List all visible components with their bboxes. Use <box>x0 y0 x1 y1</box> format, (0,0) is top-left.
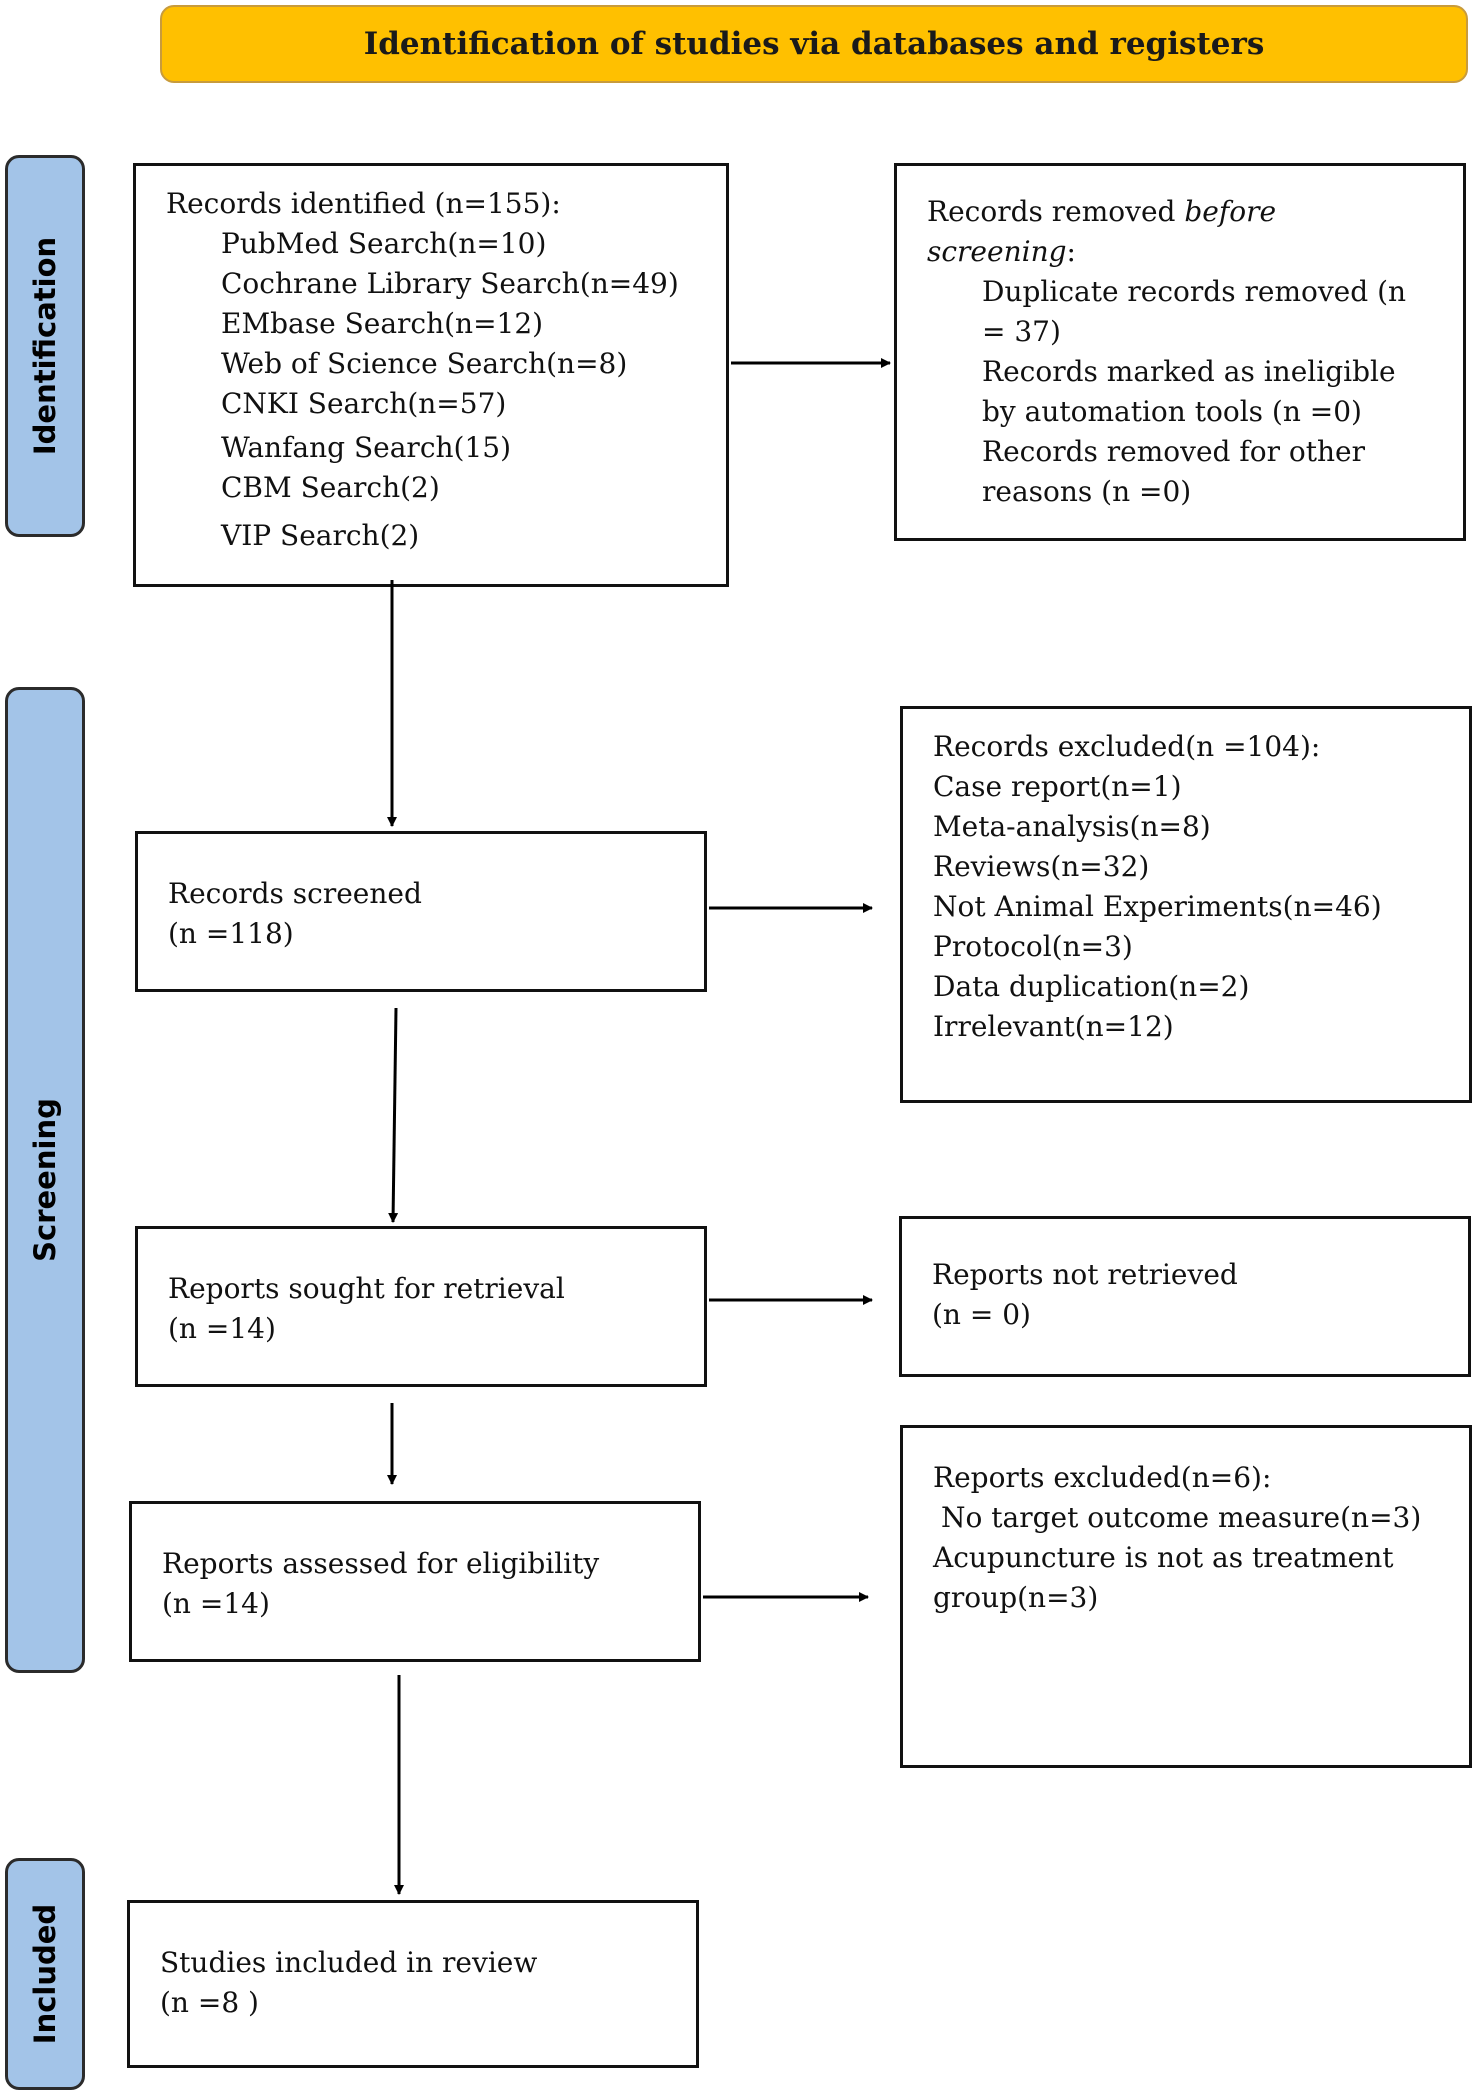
studies-included-box: Studies included in review (n =8 ) <box>127 1900 699 2068</box>
records-removed-box: Records removed before screening: Duplic… <box>894 163 1466 541</box>
removed-other-reasons: Records removed for other reasons (n =0) <box>982 435 1365 508</box>
source-vip: VIP Search(2) <box>221 519 420 552</box>
excluded-data-duplication: Data duplication(n=2) <box>933 970 1250 1003</box>
excluded-reviews: Reviews(n=32) <box>933 850 1150 883</box>
source-cochrane: Cochrane Library Search(n=49) <box>221 267 679 300</box>
diagram-header: Identification of studies via databases … <box>160 5 1468 83</box>
excluded-meta-analysis: Meta-analysis(n=8) <box>933 810 1211 843</box>
source-embase: EMbase Search(n=12) <box>221 307 544 340</box>
reports-sought-label: Reports sought for retrieval <box>168 1272 565 1305</box>
records-excluded-title: Records excluded(n =104): <box>933 730 1321 763</box>
reports-assessed-label: Reports assessed for eligibility <box>162 1547 600 1580</box>
studies-included-label: Studies included in review <box>160 1946 538 1979</box>
phase-included: Included <box>5 1858 85 2090</box>
phase-identification: Identification <box>5 155 85 537</box>
reports-excluded-acupuncture: Acupuncture is not as treatment group(n=… <box>933 1541 1394 1614</box>
excluded-irrelevant: Irrelevant(n=12) <box>933 1010 1174 1043</box>
reports-not-retrieved-box: Reports not retrieved (n = 0) <box>899 1216 1471 1377</box>
source-cnki: CNKI Search(n=57) <box>221 387 507 420</box>
studies-included-count: (n =8 ) <box>160 1986 259 2019</box>
source-wanfang: Wanfang Search(15) <box>221 431 512 464</box>
records-excluded-box: Records excluded(n =104): Case report(n=… <box>900 706 1472 1103</box>
reports-not-retrieved-label: Reports not retrieved <box>932 1258 1238 1291</box>
reports-sought-count: (n =14) <box>168 1312 276 1345</box>
records-screened-count: (n =118) <box>168 917 294 950</box>
reports-excluded-box: Reports excluded(n=6): No target outcome… <box>900 1425 1472 1768</box>
records-removed-title: Records removed before screening: <box>927 195 1277 268</box>
records-identified-title: Records identified (n=155): <box>166 187 561 220</box>
reports-excluded-no-target: No target outcome measure(n=3) <box>941 1501 1422 1534</box>
reports-assessed-count: (n =14) <box>162 1587 270 1620</box>
arrow-screened-to-sought <box>388 1007 399 1223</box>
records-identified-box: Records identified (n=155): PubMed Searc… <box>133 163 729 587</box>
reports-excluded-title: Reports excluded(n=6): <box>933 1461 1272 1494</box>
source-cbm: CBM Search(2) <box>221 471 440 504</box>
removed-ineligible-automation: Records marked as ineligible by automati… <box>982 355 1396 428</box>
excluded-case-report: Case report(n=1) <box>933 770 1182 803</box>
reports-assessed-box: Reports assessed for eligibility (n =14) <box>129 1501 701 1662</box>
records-screened-box: Records screened (n =118) <box>135 831 707 992</box>
reports-not-retrieved-count: (n = 0) <box>932 1298 1031 1331</box>
reports-sought-box: Reports sought for retrieval (n =14) <box>135 1226 707 1387</box>
records-screened-label: Records screened <box>168 877 422 910</box>
excluded-not-animal: Not Animal Experiments(n=46) <box>933 890 1382 923</box>
removed-duplicates: Duplicate records removed (n = 37) <box>982 275 1407 348</box>
phase-screening: Screening <box>5 687 85 1673</box>
source-web-of-science: Web of Science Search(n=8) <box>221 347 628 380</box>
excluded-protocol: Protocol(n=3) <box>933 930 1133 963</box>
source-pubmed: PubMed Search(n=10) <box>221 227 547 260</box>
